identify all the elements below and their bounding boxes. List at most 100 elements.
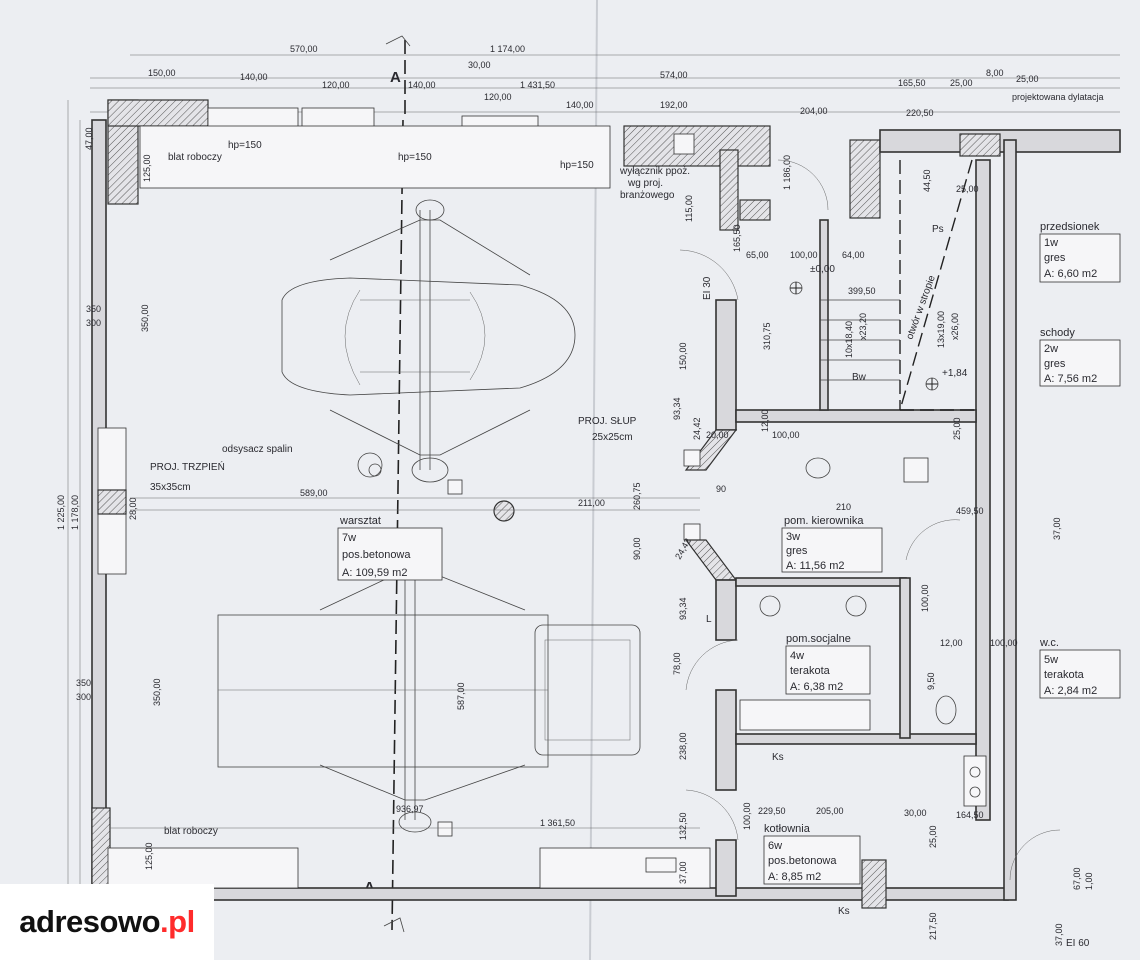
inner-dim-label: 37,00 [678, 861, 688, 884]
switch-label-3: branżowego [620, 190, 675, 201]
room-wc-area: A: 2,84 m2 [1044, 685, 1097, 697]
inner-dim-label: 93,34 [672, 397, 682, 420]
dim-28: 28,00 [128, 497, 138, 520]
ks-label-1: Ks [772, 752, 784, 763]
dim-192: 192,00 [660, 100, 688, 110]
top-dimension-lines: 570,00 1 174,00 30,00 1 431,50 150,00 14… [90, 44, 1120, 118]
dim-25a: 25,00 [950, 78, 973, 88]
watermark-brand: adresowo [19, 904, 161, 939]
room-schody-area: A: 7,56 m2 [1044, 373, 1097, 385]
outer-walls [91, 99, 1121, 901]
door-swings [679, 159, 1061, 881]
room-socjalne-name: pom.socjalne [786, 633, 851, 645]
inner-dim-label: 1 186,00 [782, 155, 792, 190]
pin-size: 35x35cm [150, 482, 191, 493]
room-warsztat-name: warsztat [339, 515, 381, 527]
bench-top-label: blat roboczy [168, 152, 222, 163]
car-outline-top [281, 277, 576, 396]
inner-dim-label: 100,00 [790, 250, 818, 260]
inner-dim-label: 210 [836, 502, 851, 512]
hp-label-1: hp=150 [228, 140, 262, 151]
inner-dim-label: 310,75 [762, 322, 772, 350]
inner-dim-label: 217,50 [928, 912, 938, 940]
room-przedsionek-floor: gres [1044, 252, 1066, 264]
column-size: 25x25cm [592, 432, 633, 443]
dim-220: 220,50 [906, 108, 934, 118]
dim-47: 47,00 [84, 127, 94, 150]
room-warsztat: warsztat 7w pos.betonowa A: 109,59 m2 [337, 515, 443, 581]
dim-165: 165,50 [898, 78, 926, 88]
room-kierownik-area: A: 11,56 m2 [786, 560, 845, 572]
inner-dim-label: 25,00 [952, 417, 962, 440]
room-warsztat-floor: pos.betonowa [342, 549, 411, 561]
bench-bottom-label: blat roboczy [164, 826, 218, 837]
pin-label: PROJ. TRZPIEŃ [150, 460, 225, 473]
inner-dim-label: 9,50 [926, 672, 936, 690]
stairs-run-1b: x23,20 [858, 313, 868, 340]
inner-dim-label: 78,00 [672, 652, 682, 675]
dim-140c: 140,00 [566, 100, 594, 110]
room-schody-num: 2w [1044, 343, 1058, 355]
room-kierownik-floor: gres [786, 545, 808, 557]
stairs-run-2b: x26,00 [950, 313, 960, 340]
dim-125a: 125,00 [142, 154, 152, 182]
room-kierownik-num: 3w [786, 531, 800, 543]
room-schody: schody 2w gres A: 7,56 m2 [1039, 327, 1121, 387]
ks-label-2: Ks [838, 906, 850, 917]
room-wc-name: w.c. [1039, 637, 1059, 649]
dim-1225: 1 225,00 [56, 495, 66, 530]
dim-350b: 350,00 [140, 304, 150, 332]
exhaust-label: odsysacz spalin [222, 444, 293, 455]
inner-dim-label: 93,34 [678, 597, 688, 620]
fixtures [739, 457, 987, 807]
room-przedsionek-num: 1w [1044, 237, 1058, 249]
room-socjalne-num: 4w [790, 650, 804, 662]
fire-rating-30: EI 30 [702, 276, 713, 300]
dim-1174: 1 174,00 [490, 44, 525, 54]
room-przedsionek: przedsionek 1w gres A: 6,60 m2 [1039, 221, 1121, 283]
dim-8: 8,00 [986, 68, 1004, 78]
room-kotlownia-name: kotłownia [764, 823, 811, 835]
room-warsztat-area: A: 109,59 m2 [342, 567, 407, 579]
inner-dim-label: 25,00 [928, 825, 938, 848]
inner-dim-label: 238,00 [678, 732, 688, 760]
room-wc: w.c. 5w terakota A: 2,84 m2 [1039, 637, 1121, 699]
l-marker: L [706, 614, 712, 625]
exhaust-fan [357, 452, 515, 522]
stairs-run-2: 13x19,00 [936, 311, 946, 348]
ps-label: Ps [932, 224, 944, 235]
dim-574: 574,00 [660, 70, 688, 80]
room-kierownik: pom. kierownika 3w gres A: 11,56 m2 [781, 515, 883, 573]
inner-dim-label: 229,50 [758, 806, 786, 816]
dim-25b: 25,00 [1016, 74, 1039, 84]
room-wc-floor: terakota [1044, 669, 1085, 681]
room-przedsionek-area: A: 6,60 m2 [1044, 268, 1097, 280]
room-przedsionek-name: przedsionek [1040, 221, 1100, 233]
inner-dim-label: 205,00 [816, 806, 844, 816]
room-schody-floor: gres [1044, 358, 1066, 370]
dim-120b: 120,00 [484, 92, 512, 102]
column-symbol [493, 500, 515, 522]
room-kotlownia: kotłownia 6w pos.betonowa A: 8,85 m2 [763, 823, 861, 885]
dim-204: 204,00 [800, 106, 828, 116]
room-socjalne-area: A: 6,38 m2 [790, 681, 843, 693]
room-socjalne-floor: terakota [790, 665, 831, 677]
level-0: ±0,00 [810, 264, 835, 275]
room-socjalne: pom.socjalne 4w terakota A: 6,38 m2 [785, 633, 871, 695]
inner-dim-label: 24,42 [692, 417, 702, 440]
inner-dim-label: 25,00 [956, 184, 979, 194]
bw-label: Bw [852, 372, 867, 383]
projected-label: projektowana dylatacja [1012, 92, 1104, 102]
car-lift-bottom [319, 535, 526, 837]
inner-dim-label: 64,00 [842, 250, 865, 260]
fire-rating-60: EI 60 [1066, 938, 1090, 949]
inner-dim-label: 459,50 [956, 506, 984, 516]
hp-label-3: hp=150 [560, 160, 594, 171]
inner-dim-label: 150,00 [678, 342, 688, 370]
inner-dim-label: 399,50 [848, 286, 876, 296]
inner-dim-label: 65,00 [746, 250, 769, 260]
car-outline-bottom [217, 614, 641, 768]
inner-dim-label: 12,00 [940, 638, 963, 648]
inner-dim-label: 37,00 [1052, 517, 1062, 540]
